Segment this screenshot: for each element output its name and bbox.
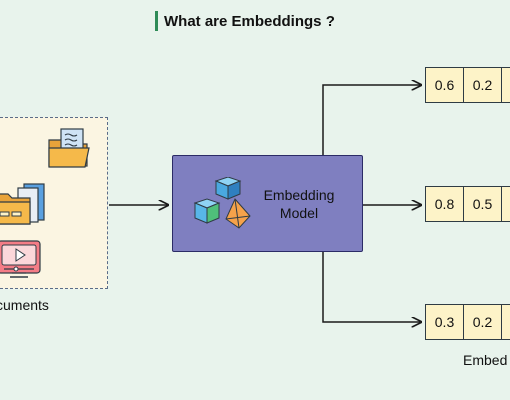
vector-cell-cropped bbox=[502, 187, 510, 221]
folder-with-document-icon bbox=[48, 128, 90, 168]
vector-cell: 0.6 bbox=[426, 68, 464, 102]
title-accent-bar bbox=[155, 11, 158, 31]
model-to-vector-bottom-arrow bbox=[322, 252, 421, 322]
video-player-icon bbox=[0, 240, 41, 278]
vector-cell-cropped bbox=[502, 68, 510, 102]
embedding-model-label-line1: Embedding bbox=[263, 187, 335, 203]
stacked-folders-icon bbox=[0, 183, 45, 225]
vector-cell: 0.5 bbox=[464, 187, 502, 221]
embedding-vector-2: 0.8 0.5 bbox=[425, 186, 510, 222]
embeddings-label: Embed bbox=[463, 352, 508, 368]
model-to-vector-top-arrow bbox=[322, 85, 421, 155]
vector-cell: 0.3 bbox=[426, 305, 464, 339]
vector-cell-cropped bbox=[502, 305, 510, 339]
embedding-vector-1: 0.6 0.2 bbox=[425, 67, 510, 103]
cubes-icon bbox=[193, 177, 251, 229]
embedding-model-label-line2: Model bbox=[279, 205, 319, 221]
embedding-vector-3: 0.3 0.2 bbox=[425, 304, 510, 340]
vector-cell: 0.2 bbox=[464, 305, 502, 339]
vector-cell: 0.8 bbox=[426, 187, 464, 221]
diagram-title: What are Embeddings ? bbox=[164, 12, 335, 30]
embedding-model-label: Embedding Model bbox=[250, 186, 348, 222]
documents-label: cuments bbox=[0, 297, 49, 313]
diagram-title-block: What are Embeddings ? bbox=[155, 10, 335, 32]
vector-cell: 0.2 bbox=[464, 68, 502, 102]
